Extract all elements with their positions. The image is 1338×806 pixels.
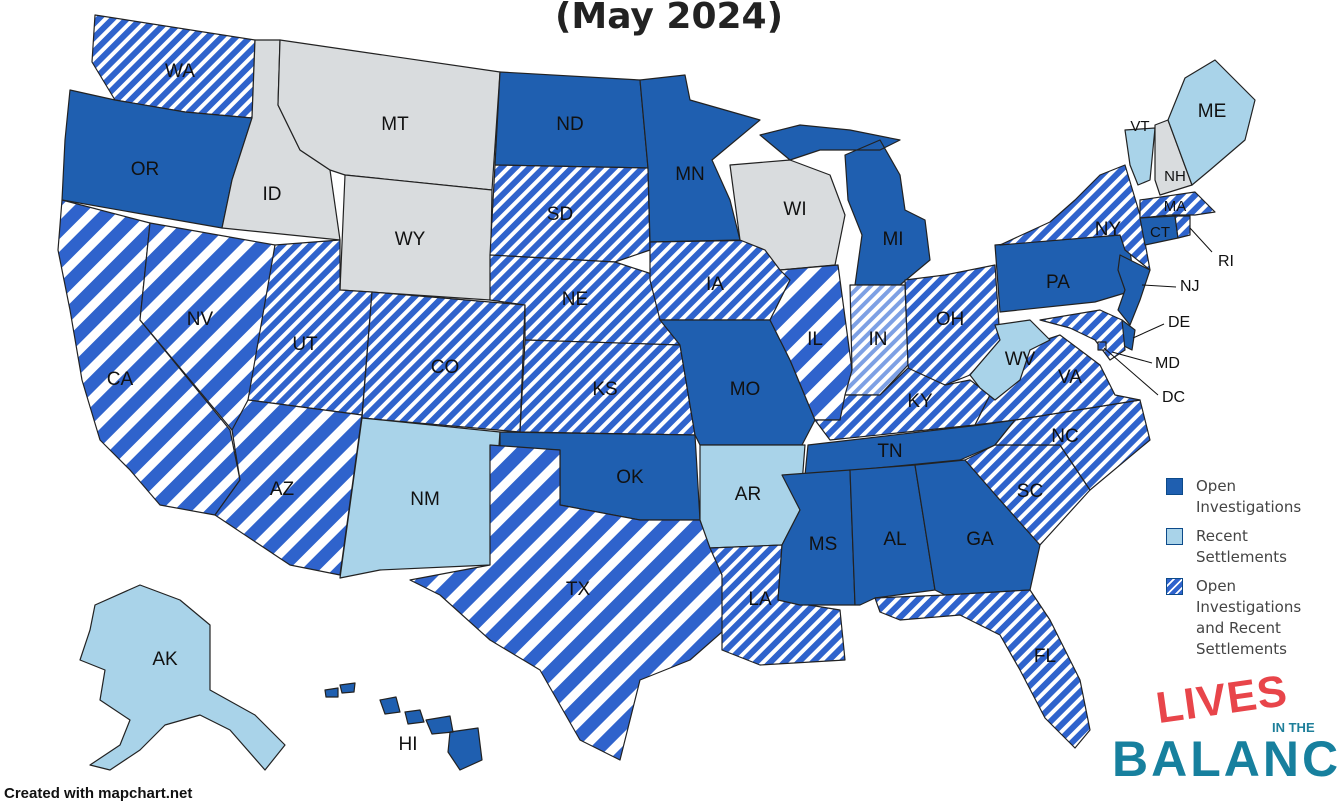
legend: Open Investigations Recent Settlements O…	[1166, 476, 1336, 668]
state-label-mi: MI	[882, 229, 903, 250]
state-mn	[639, 74, 761, 243]
leader-line-de	[1132, 323, 1165, 339]
state-label-ms: MS	[809, 534, 838, 555]
state-fl	[874, 589, 1091, 749]
state-label-ak: AK	[152, 649, 178, 670]
legend-swatch-both	[1166, 578, 1183, 595]
legend-label-settlement: Recent Settlements	[1196, 527, 1287, 566]
leader-line-md	[1111, 351, 1153, 364]
logo-word-balance: BALANCE	[1112, 731, 1338, 787]
state-label-ny: NY	[1095, 219, 1122, 240]
state-label-il: IL	[807, 329, 823, 350]
legend-label-open: Open Investigations	[1196, 477, 1302, 516]
state-label-mo: MO	[730, 379, 761, 400]
state-label-wv: WV	[1005, 349, 1036, 370]
state-label-or: OR	[131, 159, 160, 180]
state-label-va: VA	[1058, 367, 1082, 388]
state-nj	[1117, 254, 1151, 326]
state-nh	[1154, 119, 1193, 196]
state-label-hi: HI	[399, 734, 418, 755]
state-label-nh: NH	[1164, 168, 1186, 185]
state-label-ok: OK	[616, 467, 644, 488]
state-label-ga: GA	[966, 529, 994, 550]
legend-swatch-settlement	[1166, 528, 1183, 545]
state-ri	[1174, 215, 1191, 239]
state-label-oh: OH	[936, 309, 965, 330]
state-label-tn: TN	[877, 441, 902, 462]
state-label-id: ID	[263, 184, 282, 205]
state-label-al: AL	[883, 529, 906, 550]
state-label-ks: KS	[592, 379, 617, 400]
map-title: (May 2024)	[554, 0, 784, 37]
legend-swatch-open	[1166, 478, 1183, 495]
state-label-nm: NM	[410, 489, 440, 510]
state-label-ca: CA	[107, 369, 134, 390]
state-label-mt: MT	[381, 114, 409, 135]
state-sd	[489, 164, 651, 263]
state-label-mn: MN	[675, 164, 705, 185]
state-label-tx: TX	[566, 579, 591, 600]
logo-word-in-the: IN THE	[1272, 720, 1315, 735]
state-label-sc: SC	[1017, 481, 1043, 502]
state-label-ia: IA	[706, 274, 724, 295]
state-label-ne: NE	[562, 289, 588, 310]
state-tx	[409, 444, 731, 761]
state-label-wy: WY	[395, 229, 426, 250]
state-label-nv: NV	[187, 309, 214, 330]
state-label-ct: CT	[1150, 224, 1170, 241]
state-me	[1167, 59, 1256, 186]
state-label-nd: ND	[556, 114, 583, 135]
state-label-sd: SD	[547, 204, 573, 225]
state-ny	[999, 164, 1151, 271]
state-label-dc: DC	[1162, 389, 1185, 406]
state-label-ri: RI	[1218, 253, 1234, 270]
state-label-la: LA	[748, 589, 772, 610]
state-label-fl: FL	[1034, 646, 1056, 667]
legend-item-open: Open Investigations	[1166, 476, 1336, 518]
state-wv	[969, 319, 1051, 401]
state-label-ky: KY	[907, 391, 933, 412]
state-label-wi: WI	[783, 199, 806, 220]
state-label-wa: WA	[165, 61, 195, 82]
legend-item-settlement: Recent Settlements	[1166, 526, 1336, 568]
state-hi	[324, 682, 483, 771]
legend-label-both: Open Investigations and Recent Settlemen…	[1196, 577, 1302, 658]
state-label-de: DE	[1168, 314, 1190, 331]
state-label-ut: UT	[292, 334, 318, 355]
state-label-pa: PA	[1046, 272, 1070, 293]
state-label-me: ME	[1198, 101, 1227, 122]
state-vt	[1124, 127, 1156, 186]
credit-text: Created with mapchart.net	[4, 785, 193, 802]
state-label-in: IN	[869, 329, 888, 350]
state-label-ma: MA	[1164, 198, 1187, 215]
state-mi	[759, 124, 931, 286]
state-ak	[79, 584, 286, 771]
leader-line-nj	[1141, 284, 1177, 288]
state-nm	[339, 417, 501, 579]
state-label-ar: AR	[735, 484, 761, 505]
leader-line-dc	[1103, 347, 1159, 396]
leader-line-ri	[1189, 227, 1213, 253]
state-label-nj: NJ	[1180, 278, 1200, 295]
lives-in-the-balance-logo: LIVES IN THE BALANCE	[1112, 666, 1338, 806]
legend-item-both: Open Investigations and Recent Settlemen…	[1166, 576, 1336, 660]
state-label-nc: NC	[1051, 426, 1078, 447]
state-label-md: MD	[1155, 355, 1180, 372]
state-label-co: CO	[431, 357, 460, 378]
state-label-az: AZ	[270, 479, 295, 500]
state-label-vt: VT	[1130, 118, 1149, 135]
